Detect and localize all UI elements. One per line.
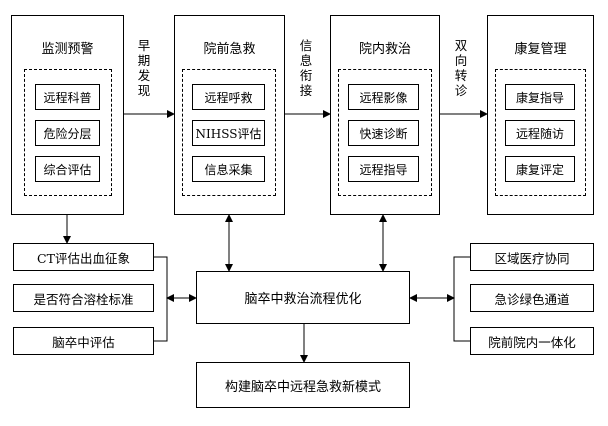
column-rehab-group: [495, 69, 586, 196]
column-inhospital-group: [338, 69, 432, 196]
column-title: 康复管理: [514, 42, 567, 57]
center-node: 脑卒中救治流程优化: [196, 271, 410, 324]
column-monitoring-group: [24, 69, 112, 196]
left-node-stroke-assessment: 脑卒中评估: [13, 327, 154, 355]
column-item: 危险分层: [35, 120, 100, 146]
right-node-green-channel: 急诊绿色通道: [470, 284, 594, 312]
right-node-integration: 院前院内一体化: [470, 327, 594, 355]
column-item: 远程影像: [348, 84, 419, 110]
left-node-thrombolysis-criteria: 是否符合溶栓标准: [13, 284, 154, 312]
connector-label-two-way-referral: 双向转诊: [454, 38, 468, 98]
bottom-node: 构建脑卒中远程急救新模式: [196, 362, 410, 408]
column-item: 远程指导: [348, 156, 419, 182]
column-item: 远程科普: [35, 84, 100, 110]
right-node-regional-collaboration: 区域医疗协同: [470, 243, 594, 271]
left-node-ct-assessment: CT评估出血征象: [13, 243, 154, 271]
column-item: NIHSS评估: [192, 120, 265, 146]
connector-label-early-detection: 早期发现: [137, 38, 151, 98]
column-title: 院内救治: [358, 42, 411, 57]
left-bracket: [154, 256, 168, 342]
column-item: 综合评估: [35, 156, 100, 182]
column-item: 康复指导: [505, 84, 575, 110]
right-bracket: [453, 256, 470, 342]
column-title: 院前急救: [203, 42, 256, 57]
connector-label-info-link: 信息衔接: [299, 38, 313, 98]
column-prehospital-group: [182, 69, 276, 196]
column-item: 康复评定: [505, 156, 575, 182]
column-item: 信息采集: [192, 156, 265, 182]
column-item: 远程呼救: [192, 84, 265, 110]
column-title: 监测预警: [41, 42, 94, 57]
column-item: 快速诊断: [348, 120, 419, 146]
column-item: 远程随访: [505, 120, 575, 146]
